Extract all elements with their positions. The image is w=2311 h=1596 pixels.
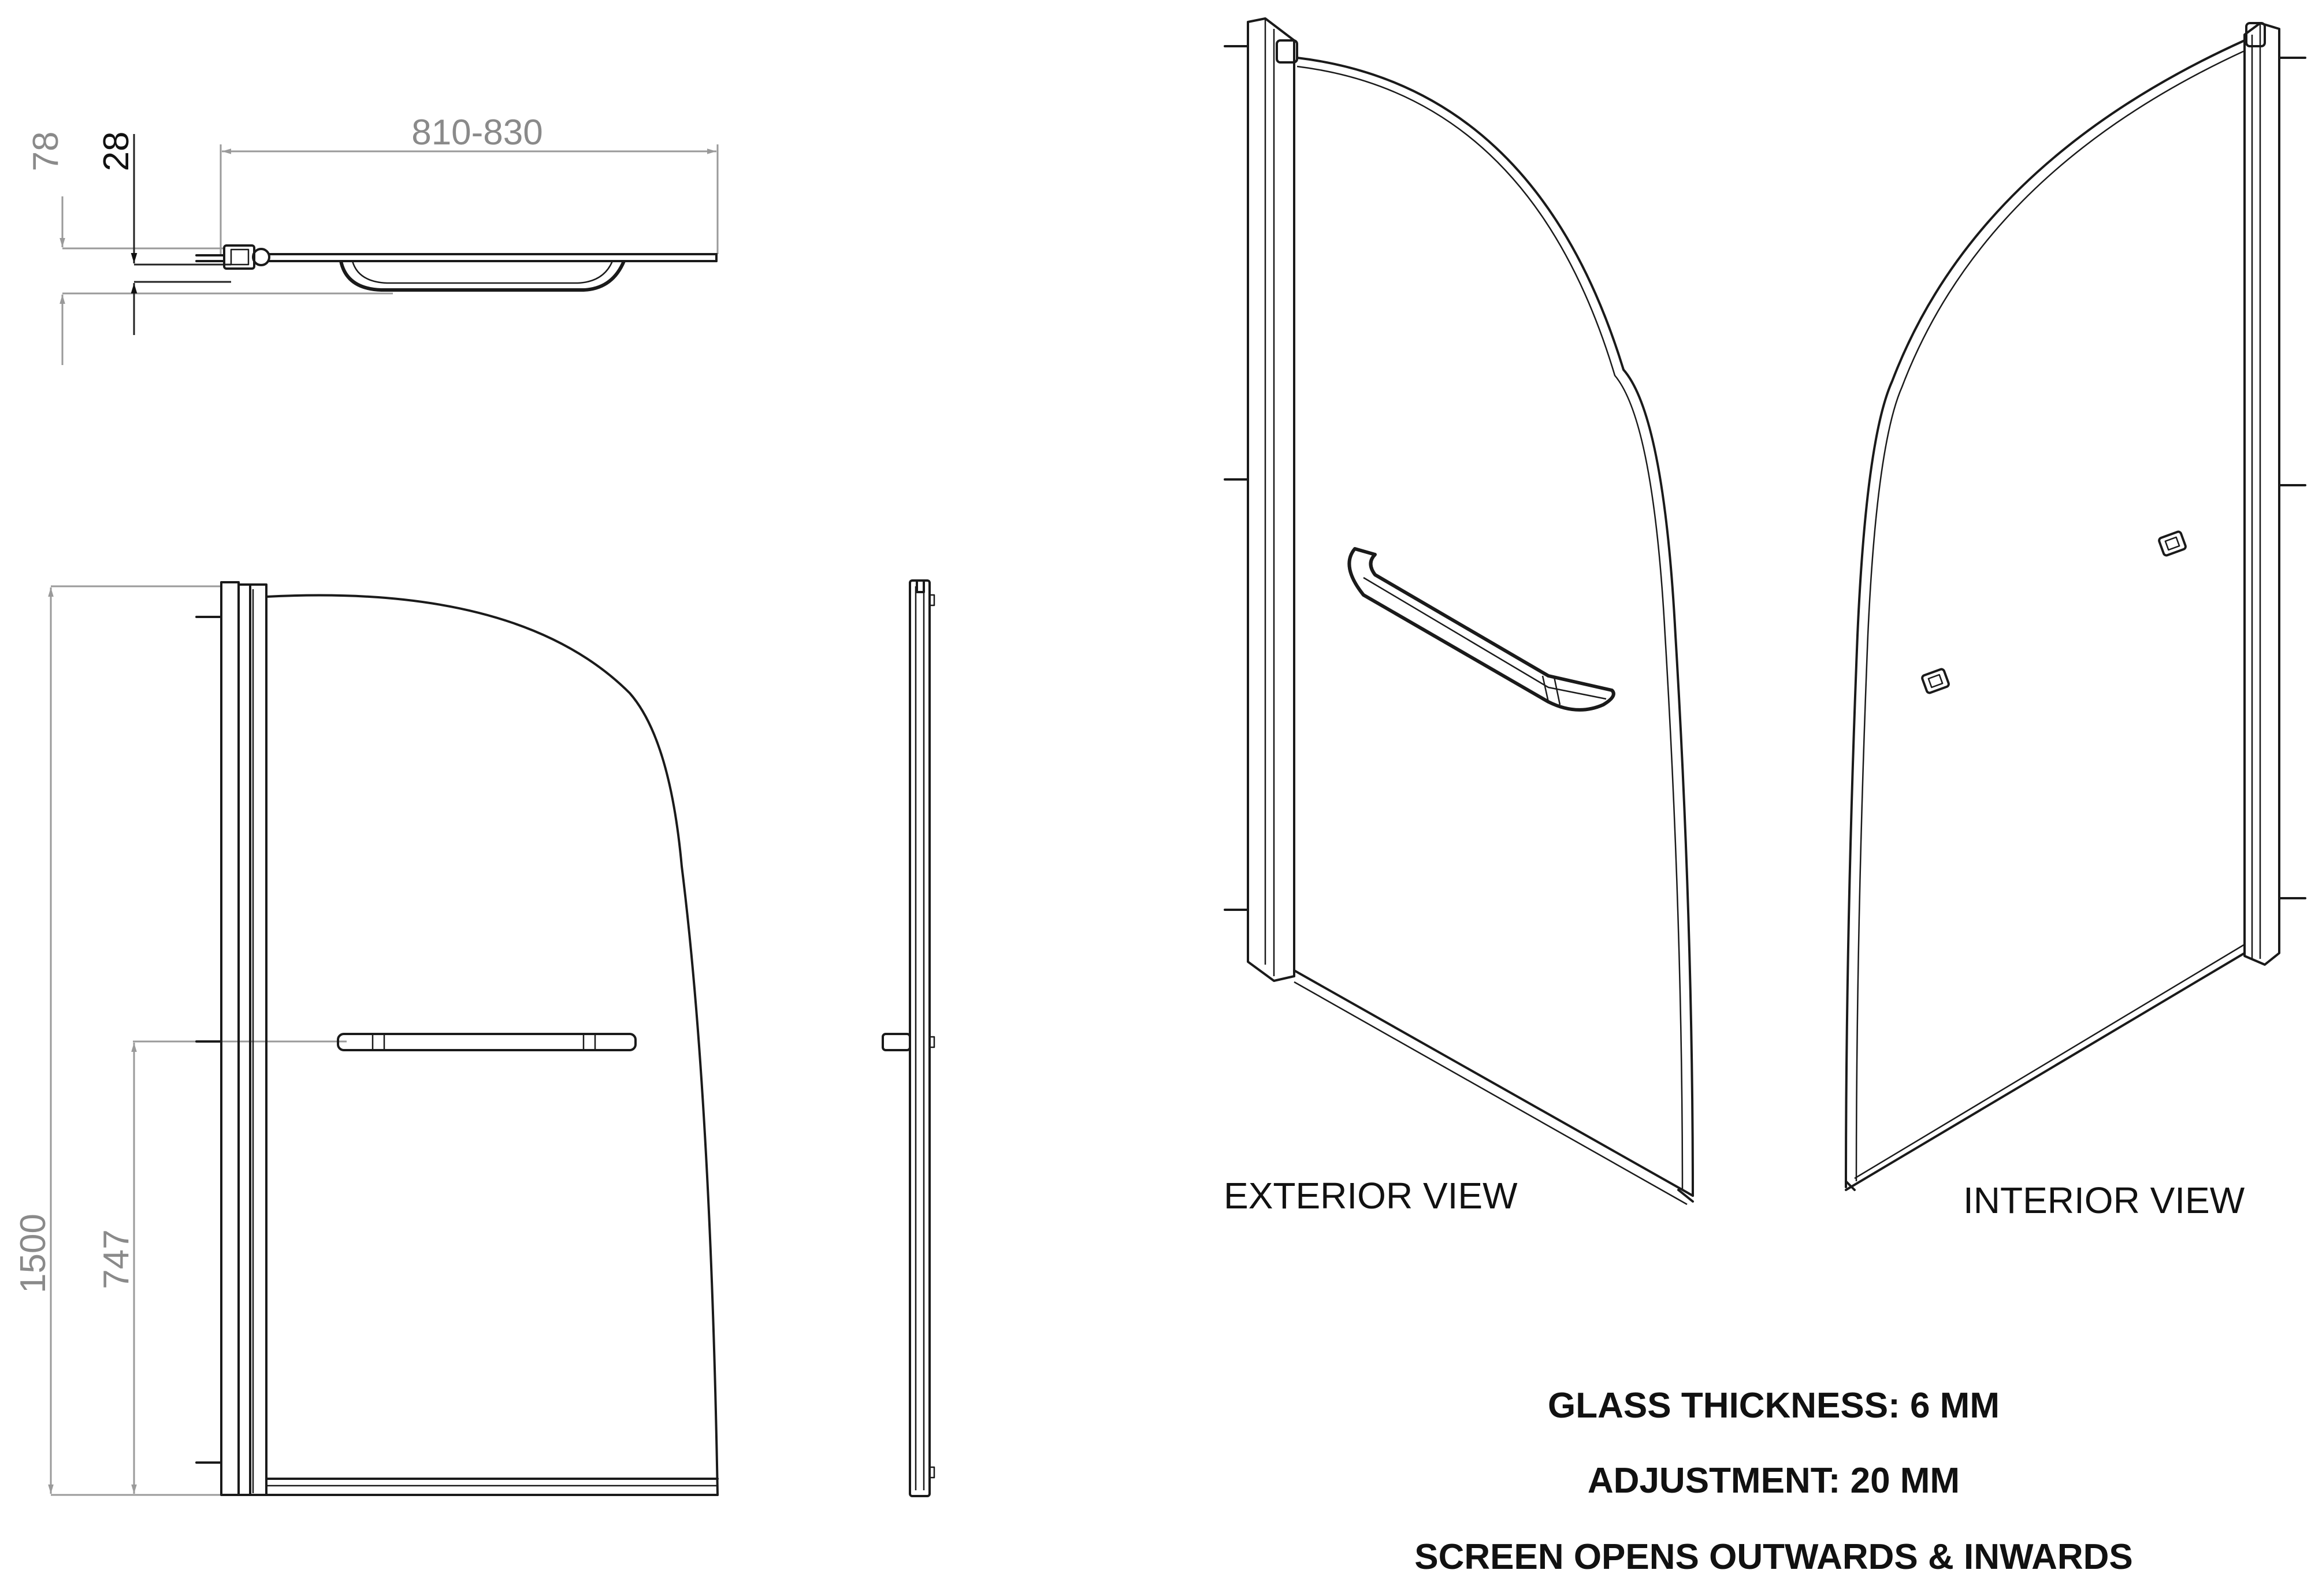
exterior-3d-view: EXTERIOR VIEW [1224,17,1694,1216]
height-dimension-label: 1500 [13,1214,53,1293]
depth-total-label: 78 [26,132,66,172]
exterior-view-label: EXTERIOR VIEW [1224,1175,1518,1216]
opening-direction-note: SCREEN OPENS OUTWARDS & INWARDS [1414,1537,2133,1577]
interior-3d-view: INTERIOR VIEW [1845,22,2306,1221]
adjustment-note: ADJUSTMENT: 20 MM [1587,1461,1960,1501]
handle-height-label: 747 [96,1229,136,1289]
plan-view: 810-830 78 28 [26,113,719,365]
interior-view-label: INTERIOR VIEW [1963,1180,2245,1221]
depth-glass-label: 28 [96,132,136,172]
side-elevation [882,579,935,1497]
front-elevation: 1500 747 [13,581,719,1496]
width-dimension-label: 810-830 [411,113,543,152]
glass-thickness-note: GLASS THICKNESS: 6 MM [1548,1386,2000,1426]
